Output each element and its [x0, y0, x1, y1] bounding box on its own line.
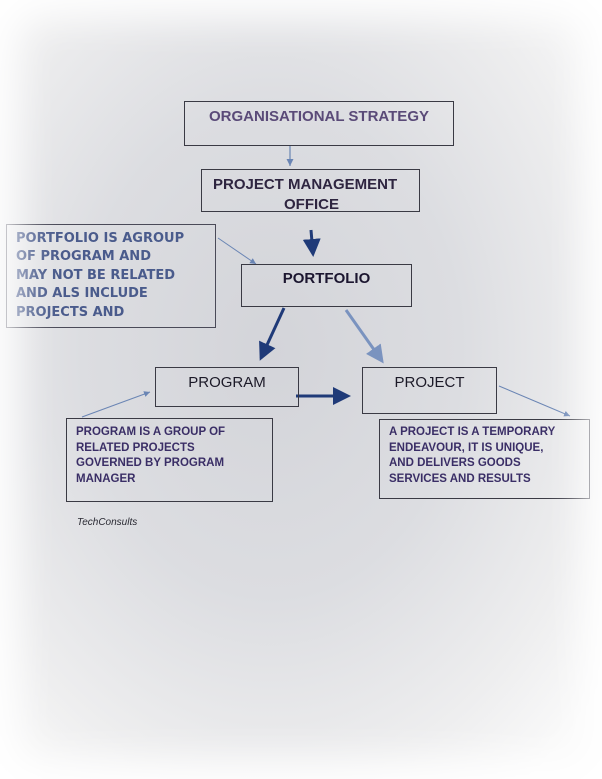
arrow-note-to-portfolio — [217, 237, 257, 265]
portfolio-note: PORTFOLIO IS AGROUP OF PROGRAM AND MAY NOT… — [6, 224, 216, 328]
project-note-text: A PROJECT IS A TEMPORARY ENDEAVOUR, IT IS… — [389, 425, 555, 487]
pmo-node: PROJECT MANAGEMENT OFFICE — [201, 169, 420, 212]
program-label: PROGRAM — [188, 374, 266, 391]
program-note-line: RELATED PROJECTS — [76, 441, 195, 454]
program-node: PROGRAM — [155, 367, 299, 407]
project-note-line: AND DELIVERS GOODS — [389, 457, 521, 470]
credit-label: TechConsults — [77, 517, 138, 528]
project-note-line: A PROJECT IS A TEMPORARY — [389, 426, 556, 438]
portfolio-note-line: PORTFOLIO IS AGROUP — [16, 231, 185, 246]
portfolio-node: PORTFOLIO — [241, 264, 412, 307]
program-note-line: MANAGER — [76, 472, 136, 485]
portfolio-note-line: PROJECTS AND — [16, 304, 125, 320]
arrow-note-to-program — [81, 391, 151, 418]
portfolio-note-line: MAY NOT BE RELATED — [16, 267, 176, 283]
pmo-label-line1: PROJECT MANAGEMENT — [213, 176, 398, 193]
strategy-node: ORGANISATIONAL STRATEGY — [184, 101, 454, 146]
project-note: A PROJECT IS A TEMPORARY ENDEAVOUR, IT IS… — [379, 419, 590, 499]
arrow-project-to-note — [498, 385, 571, 417]
arrow-portfolio-to-program — [259, 307, 286, 361]
portfolio-label: PORTFOLIO — [282, 270, 371, 287]
project-note-line: ENDEAVOUR, IT IS UNIQUE, — [389, 441, 544, 454]
program-note: PROGRAM IS A GROUP OF RELATED PROJECTS GOV… — [66, 418, 273, 502]
program-note-line: PROGRAM IS A GROUP OF — [76, 426, 226, 438]
portfolio-note-line: AND ALS INCLUDE — [16, 286, 148, 302]
strategy-label: ORGANISATIONAL STRATEGY — [208, 108, 429, 125]
program-note-text: PROGRAM IS A GROUP OF RELATED PROJECTS GOV… — [76, 425, 225, 487]
arrow-portfolio-to-project — [344, 309, 384, 364]
portfolio-note-text: PORTFOLIO IS AGROUP OF PROGRAM AND MAY NOT… — [16, 230, 184, 322]
portfolio-note-line: OF PROGRAM AND — [16, 249, 151, 265]
project-node: PROJECT — [362, 367, 497, 414]
project-note-line: SERVICES AND RESULTS — [389, 472, 531, 485]
program-note-line: GOVERNED BY PROGRAM — [76, 457, 225, 470]
pmo-label-line2: OFFICE — [284, 196, 339, 212]
arrow-pmo-to-portfolio — [302, 229, 321, 257]
project-label: PROJECT — [394, 374, 465, 391]
